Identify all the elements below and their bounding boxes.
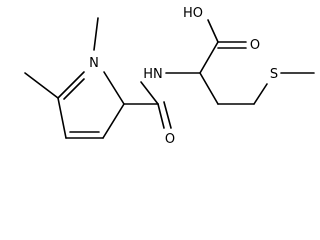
atom-label-amide-oxygen: O — [165, 132, 175, 147]
bond-alpha-carboxyl — [199, 41, 219, 74]
bond-amide-co-2 — [163, 101, 172, 129]
atom-label-amide-nitrogen: HN — [143, 67, 163, 82]
structure-diagram: HO O N HN O S — [24, 6, 315, 147]
atom-label-acid-oxygen: O — [250, 38, 260, 53]
bond-c2-c3 — [102, 103, 125, 139]
atom-label-hydroxyl: HO — [183, 6, 203, 21]
bond-c5-methyl — [24, 72, 59, 99]
bond-c4-c5 — [57, 97, 67, 139]
bond-c5-n-inner — [63, 78, 85, 100]
bond-alpha-cb — [199, 72, 219, 105]
bond-cg-s — [253, 83, 268, 105]
bond-amide-co-1 — [157, 103, 165, 129]
bonds — [24, 17, 315, 139]
bond-c5-n — [57, 71, 85, 99]
bond-n-c2 — [103, 71, 125, 105]
bond-n-methyl — [93, 17, 99, 51]
bond-carboxyl-oh — [207, 19, 219, 43]
molecule-drawing: HO O N HN O S — [24, 6, 315, 147]
atom-label-ring-nitrogen: N — [89, 56, 99, 71]
atom-label-sulfur: S — [270, 67, 278, 82]
bond-carbonyl-nh — [140, 81, 159, 105]
atom-labels: HO O N HN O S — [89, 6, 278, 147]
